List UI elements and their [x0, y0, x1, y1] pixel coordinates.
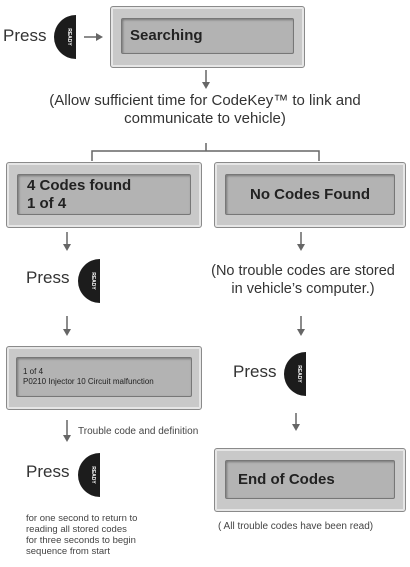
instruction-line-3: for three seconds to begin — [26, 535, 136, 546]
press-label-top: Press — [3, 26, 47, 45]
detail-code-line: P0210 Injector 10 Circuit malfunction — [23, 377, 154, 386]
detail-index-line: 1 of 4 — [23, 367, 44, 376]
codes-found-screen: 4 Codes found 1 of 4 — [6, 162, 202, 228]
no-codes-note-line-2: in vehicle’s computer.) — [231, 281, 375, 297]
hold-instructions: for one second to return to reading all … — [26, 513, 137, 557]
ready-button-icon[interactable]: READY — [284, 352, 306, 396]
ready-button-icon[interactable]: READY — [54, 15, 76, 59]
no-codes-screen: No Codes Found — [214, 162, 406, 228]
allow-time-line-2: communicate to vehicle) — [124, 110, 286, 127]
svg-text:READY: READY — [66, 28, 72, 46]
no-codes-note-line-1: (No trouble codes are stored — [211, 263, 395, 279]
press-label-left-1: Press — [26, 268, 70, 287]
end-of-codes-screen: End of Codes — [214, 448, 406, 512]
allow-time-note: (Allow sufficient time for CodeKey™ to l… — [10, 92, 400, 128]
no-codes-text: No Codes Found — [250, 185, 370, 203]
instruction-line-2: reading all stored codes — [26, 524, 127, 535]
press-label-left-2: Press — [26, 462, 70, 481]
branch-bracket — [91, 150, 320, 161]
svg-text:READY: READY — [90, 466, 96, 484]
code-index-line: 1 of 4 — [27, 194, 67, 212]
svg-text:READY: READY — [90, 272, 96, 290]
allow-time-line-1: (Allow sufficient time for CodeKey™ to l… — [49, 92, 361, 109]
codes-found-line: 4 Codes found — [27, 176, 132, 194]
press-label-right: Press — [233, 362, 277, 381]
end-note: ( All trouble codes have been read) — [218, 521, 374, 532]
instruction-line-1: for one second to return to — [26, 513, 138, 524]
searching-screen: Searching — [110, 6, 305, 68]
ready-button-icon[interactable]: READY — [78, 453, 100, 497]
instruction-line-4: sequence from start — [26, 546, 110, 557]
searching-text: Searching — [130, 27, 203, 44]
ready-button-icon[interactable]: READY — [78, 259, 100, 303]
end-of-codes-text: End of Codes — [238, 470, 335, 488]
no-codes-note: (No trouble codes are stored in vehicle’… — [196, 262, 410, 298]
code-detail-screen: 1 of 4 P0210 Injector 10 Circuit malfunc… — [6, 346, 202, 410]
trouble-code-caption: Trouble code and definition — [78, 426, 199, 437]
svg-text:READY: READY — [296, 365, 302, 383]
